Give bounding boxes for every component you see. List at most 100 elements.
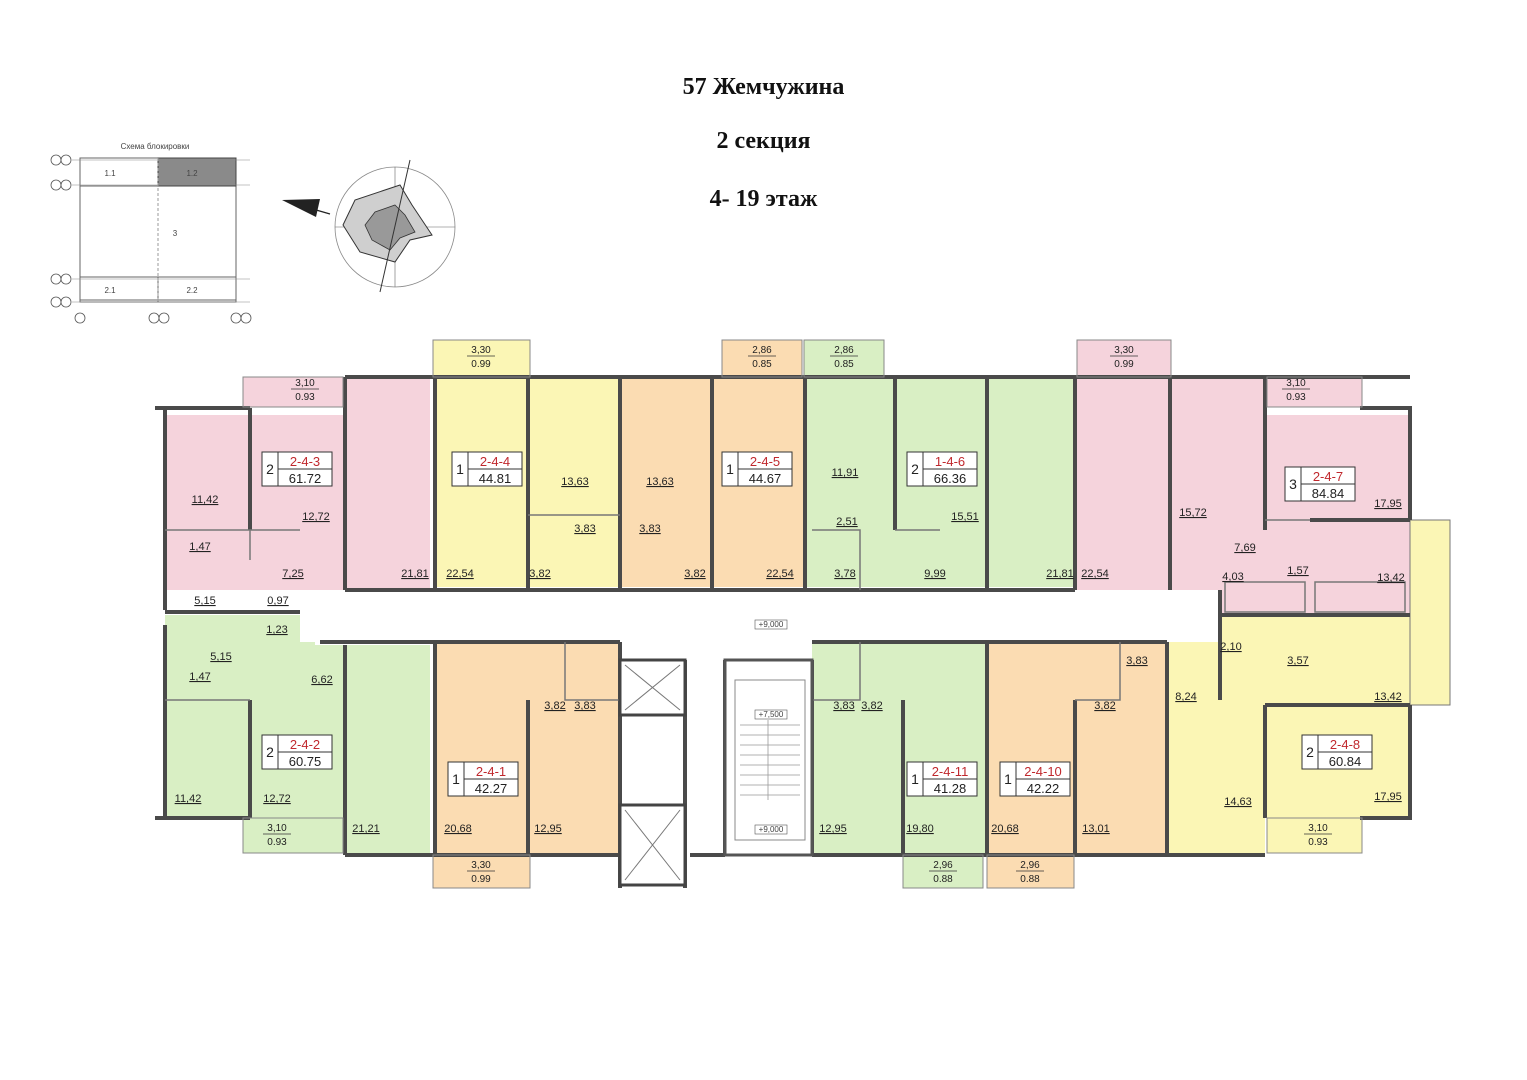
balcony-label: 3,300.99 bbox=[1110, 345, 1138, 370]
room-area: 8,24 bbox=[1175, 691, 1196, 703]
level-mark-1: +9,000 bbox=[759, 620, 784, 629]
zone-balcony-1 bbox=[433, 340, 530, 377]
zone-balcony-2 bbox=[722, 340, 802, 377]
zone-balcony-8 bbox=[433, 855, 530, 888]
room-area: 17,95 bbox=[1374, 791, 1402, 803]
room-area: 13,63 bbox=[561, 476, 589, 488]
balcony-label: 3,300.99 bbox=[467, 345, 495, 370]
room-area: 21,81 bbox=[401, 568, 429, 580]
key-plan-title: Схема блокировки bbox=[121, 142, 190, 151]
apartment-area: 42.22 bbox=[1027, 781, 1060, 796]
room-area: 11,42 bbox=[192, 494, 219, 506]
apartment-id: 2-4-1 bbox=[476, 764, 506, 779]
zone-balcony-4 bbox=[1077, 340, 1171, 377]
room-area: 7,69 bbox=[1234, 542, 1255, 554]
room-area: 22,54 bbox=[1081, 568, 1109, 580]
apartment-rooms: 1 bbox=[726, 461, 734, 477]
room-area: 14,63 bbox=[1224, 796, 1252, 808]
apartment-id: 2-4-5 bbox=[750, 454, 780, 469]
level-mark-3: +9,000 bbox=[759, 825, 784, 834]
partitions bbox=[165, 514, 1406, 701]
balcony-size: 3,10 bbox=[295, 378, 315, 389]
zone-2-4-8 bbox=[1167, 615, 1410, 855]
room-area: 0,97 bbox=[267, 595, 288, 607]
key-plan: Схема блокировки 1.1 1.2 3 2.1 2.2 bbox=[50, 142, 252, 324]
apartment-rooms: 1 bbox=[456, 461, 464, 477]
room-area: 15,72 bbox=[1179, 507, 1207, 519]
room-area: 3,82 bbox=[1094, 700, 1115, 712]
apartment-id: 2-4-7 bbox=[1313, 469, 1343, 484]
balcony-label: 3,10 0.93 bbox=[1304, 823, 1332, 848]
room-area: 9,99 bbox=[924, 568, 945, 580]
apartment-rooms: 1 bbox=[1004, 771, 1012, 787]
balcony-size: 2,86 bbox=[752, 345, 772, 356]
balcony-area: 0.88 bbox=[933, 874, 953, 885]
north-arrow-icon bbox=[282, 199, 331, 217]
room-area: 5,15 bbox=[194, 595, 215, 607]
room-area: 3,82 bbox=[684, 568, 705, 580]
key-axis-lines bbox=[72, 159, 250, 303]
balcony-area: 0.93 bbox=[1308, 837, 1328, 848]
apartment-rooms: 2 bbox=[266, 744, 274, 760]
room-area: 20,68 bbox=[991, 823, 1019, 835]
apartment-id: 2-4-11 bbox=[932, 764, 969, 779]
key-label-2-2: 2.2 bbox=[186, 286, 198, 295]
apartment-id: 2-4-4 bbox=[480, 454, 510, 469]
balcony-area: 0.99 bbox=[471, 359, 491, 370]
balcony-label: 2,960.88 bbox=[1016, 860, 1044, 885]
room-area: 3,82 bbox=[544, 700, 565, 712]
zone-balcony-3 bbox=[804, 340, 884, 377]
balcony-area: 0.99 bbox=[471, 874, 491, 885]
room-area: 19,80 bbox=[906, 823, 934, 835]
key-label-3: 3 bbox=[173, 229, 178, 238]
zone-2-4-11 bbox=[812, 642, 987, 855]
balcony-label: 2,960.88 bbox=[929, 860, 957, 885]
room-area: 22,54 bbox=[766, 568, 794, 580]
room-area: 1,47 bbox=[189, 541, 210, 553]
room-area: 3,82 bbox=[529, 568, 550, 580]
apartment-id: 2-4-8 bbox=[1330, 737, 1360, 752]
zone-balcony-10 bbox=[987, 855, 1074, 888]
walls bbox=[155, 375, 1412, 888]
apartment-area: 42.27 bbox=[475, 781, 508, 796]
zone-corridor bbox=[300, 590, 1220, 642]
balcony-label: 3,100.93 bbox=[263, 823, 291, 848]
project-title: 57 Жемчужина bbox=[682, 74, 845, 100]
room-area: 12,72 bbox=[263, 793, 291, 805]
zone-balcony-6 bbox=[1267, 377, 1362, 407]
key-block-2-1 bbox=[79, 276, 159, 303]
room-area: 1,23 bbox=[266, 624, 287, 636]
room-area: 17,95 bbox=[1374, 498, 1402, 510]
apartment-rooms: 2 bbox=[911, 461, 919, 477]
apartment-area: 61.72 bbox=[289, 471, 322, 486]
room-area: 21,81 bbox=[1046, 568, 1074, 580]
balcony-size: 3,10 bbox=[1308, 823, 1328, 834]
zone-loggia-right bbox=[1409, 519, 1451, 706]
balcony-labels: 3,300.992,860.852,860.853,300.993,100.93… bbox=[263, 345, 1332, 885]
balcony-size: 3,30 bbox=[471, 860, 491, 871]
room-area: 2,51 bbox=[836, 516, 857, 528]
key-block-1-1 bbox=[79, 157, 159, 187]
room-area: 12,95 bbox=[534, 823, 562, 835]
apartment-area: 66.36 bbox=[934, 471, 967, 486]
balcony-area: 0.93 bbox=[1286, 392, 1306, 403]
apartment-rooms: 1 bbox=[911, 771, 919, 787]
room-area: 3,83 bbox=[833, 700, 854, 712]
apartment-rooms: 2 bbox=[266, 461, 274, 477]
apartment-area: 60.84 bbox=[1329, 754, 1362, 769]
room-area: 3,83 bbox=[574, 523, 595, 535]
floors-title: 4- 19 этаж bbox=[709, 186, 818, 212]
room-area: 3,57 bbox=[1287, 655, 1308, 667]
apartment-rooms: 3 bbox=[1289, 476, 1297, 492]
balcony-label: 2,860.85 bbox=[830, 345, 858, 370]
room-area: 3,83 bbox=[1126, 655, 1147, 667]
room-area: 12,72 bbox=[302, 511, 330, 523]
